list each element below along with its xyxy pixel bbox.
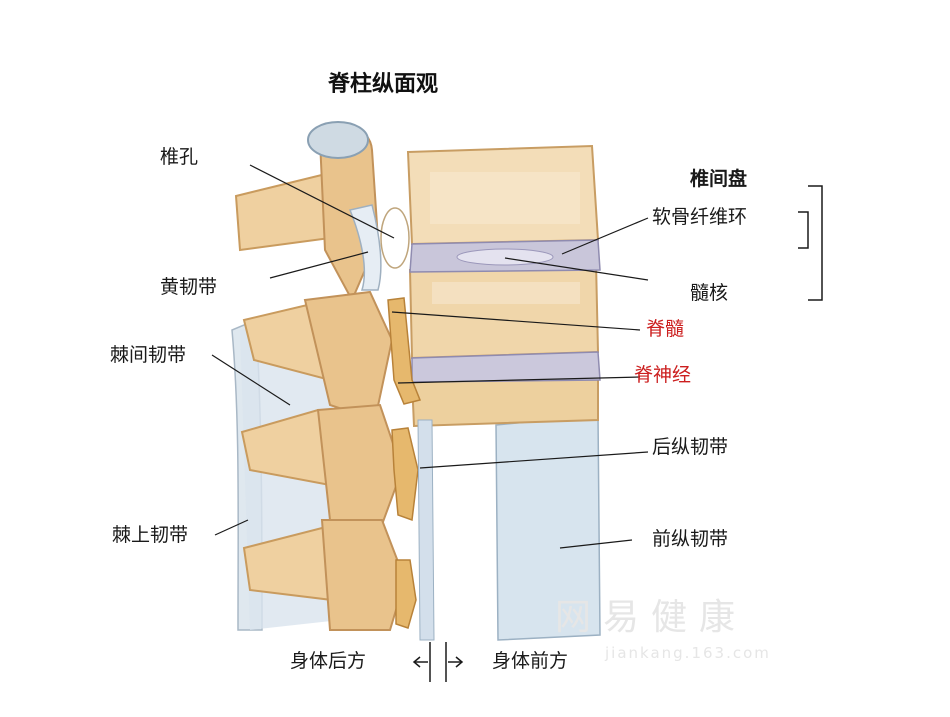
label-body-anterior: 身体前方 [492,650,569,672]
spinal-nerve-lower [391,427,419,522]
watermark-brand: 网易健康 [555,597,748,638]
ligamentum-flavum [348,204,382,291]
label-interspinous-ligament: 棘间韧带 [110,344,187,366]
nucleus-pulposus [456,248,554,266]
label-intervertebral-disc: 椎间盘 [690,168,748,190]
label-nucleus-pulposus: 髓核 [690,282,729,304]
label-spinal-nerve: 脊神经 [634,364,692,386]
label-posterior-longitudinal-ligament: 后纵韧带 [652,436,729,458]
orientation-arrows [412,642,464,682]
label-anterior-longitudinal-ligament: 前纵韧带 [652,528,729,550]
label-annulus-fibrosus: 软骨纤维环 [652,206,748,228]
articular-cap [307,121,369,159]
disc-bracket [798,185,823,301]
label-ligamentum-flavum: 黄韧带 [160,276,218,298]
spinal-nerve-bottom [395,559,417,629]
spinous-processes [234,168,354,602]
spinal-cord [387,297,422,405]
vertebral-foramen [380,207,410,269]
leader-lines [211,164,649,549]
label-supraspinous-ligament: 棘上韧带 [112,524,189,546]
watermark-url: jiankang.163.com [605,644,771,662]
cancellous-bone [430,172,580,304]
label-spinal-cord: 脊髓 [646,318,685,340]
label-body-posterior: 身体后方 [290,650,367,672]
label-vertebral-foramen: 椎孔 [160,146,199,168]
posterior-longitudinal-ligament [417,419,435,641]
diagram-title: 脊柱纵面观 [328,72,439,97]
